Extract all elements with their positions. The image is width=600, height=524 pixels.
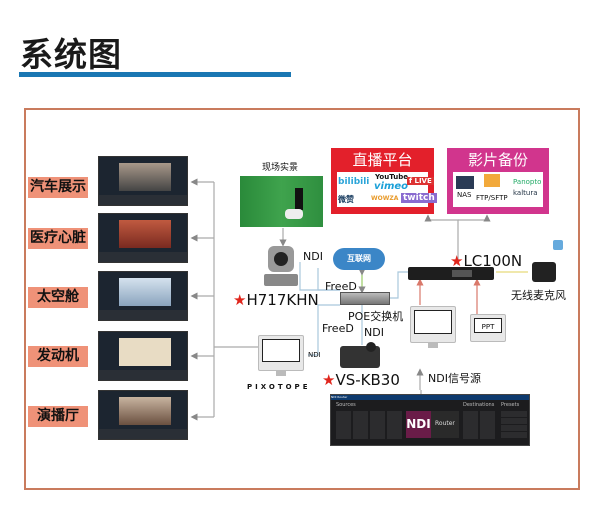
ndi-pc-monitor (410, 306, 456, 343)
monitor-stand (428, 343, 438, 348)
weizan-logo: 微赞 (338, 195, 354, 204)
freed-link-label: FreeD (325, 280, 357, 293)
scene-screenshot-car (98, 156, 188, 206)
router-presets-label: Presets (501, 402, 520, 408)
scene-label-capsule: 太空舱 (28, 287, 88, 308)
router-titlebar: NDI Router (331, 395, 529, 400)
camera-model-text: H717KHN (246, 291, 319, 309)
star-icon: ★ (450, 252, 464, 270)
ppt-label: PPT (474, 318, 502, 333)
pixotope-logo: PIXOTOPE (247, 383, 311, 391)
ftp-icon (484, 174, 500, 187)
scene-label-heart: 医疗心脏 (28, 228, 88, 249)
router-sources-grid[interactable] (336, 411, 402, 439)
scene-screenshot-studio (98, 390, 188, 440)
live-scene-label: 现场实景 (262, 163, 299, 173)
router-destinations-label: Destinations (463, 402, 495, 408)
monitor-stand (276, 371, 286, 376)
wireless-mic-label: 无线麦克风 (511, 289, 566, 302)
encoder-model-label: ★LC100N (450, 252, 522, 270)
ndi-link-label-2: NDI (364, 326, 384, 339)
lc100n-device-image (408, 267, 494, 280)
star-icon: ★ (233, 291, 247, 309)
vimeo-logo: vimeo (374, 181, 409, 192)
page-title: 系统图 (20, 35, 122, 74)
router-sources-label: Sources (336, 402, 356, 408)
wowza-logo: WOWZA (371, 195, 399, 202)
freed-link-label-2: FreeD (322, 322, 354, 335)
scene-screenshot-engine (98, 331, 188, 381)
facebook-live-logo: f LIVE (407, 177, 434, 185)
router-name: Router (435, 420, 455, 427)
scene-screenshot-capsule (98, 271, 188, 321)
poe-switch-label: POE交换机 (348, 310, 404, 323)
scene-label-studio: 演播厅 (28, 406, 88, 427)
panopto-logo: Panopto (513, 178, 542, 186)
scene-label-engine: 发动机 (28, 346, 88, 367)
backup-box: 影片备份 NAS FTP/SFTP Panopto kaltura (447, 148, 549, 214)
ndi-router-window: NDI Router Sources Destinations Presets … (330, 394, 530, 446)
keyboard-model-label: ★VS-KB30 (322, 371, 400, 389)
nas-label: NAS (457, 191, 472, 199)
camera-model-label: ★H717KHN (233, 291, 319, 309)
title-underline (19, 72, 291, 77)
live-platforms-box: 直播平台 bilibili YouTube vimeo f LIVE 微赞 WO… (331, 148, 437, 214)
live-scene-image (240, 176, 323, 227)
poe-switch-image (340, 292, 390, 305)
keyboard-model-text: VS-KB30 (335, 371, 400, 389)
ndi-logo: NDI (406, 411, 431, 438)
wireless-mic-receiver (532, 262, 556, 282)
encoder-model-text: LC100N (463, 252, 523, 270)
nas-icon (456, 176, 474, 189)
backup-title: 影片备份 (467, 151, 528, 169)
pixotope-pc-monitor (258, 335, 304, 371)
bilibili-logo: bilibili (338, 177, 370, 187)
ndi-link-label: NDI (303, 250, 323, 263)
router-banner: NDI Router (406, 411, 459, 438)
youtube-logo: YouTube (375, 173, 408, 181)
scene-screenshot-heart (98, 213, 188, 263)
star-icon: ★ (322, 371, 336, 389)
kaltura-logo: kaltura (513, 189, 538, 197)
internet-cloud: 互联网 (333, 248, 385, 270)
ftp-label: FTP/SFTP (476, 194, 508, 202)
ndi-link-label-3: NDI (308, 351, 321, 359)
router-destinations-grid[interactable] (463, 411, 495, 439)
diagram-frame (24, 108, 580, 490)
lapel-mic-icon (553, 240, 563, 250)
ndi-source-label: NDI信号源 (428, 372, 481, 385)
twitch-logo: twitch (401, 193, 437, 203)
live-platforms-title: 直播平台 (352, 151, 413, 169)
scene-label-car: 汽车展示 (28, 177, 88, 198)
ptz-keyboard-image (340, 342, 380, 368)
ppt-monitor: PPT (470, 314, 506, 342)
ptz-camera-image (262, 246, 300, 288)
router-presets-grid[interactable] (501, 411, 527, 439)
